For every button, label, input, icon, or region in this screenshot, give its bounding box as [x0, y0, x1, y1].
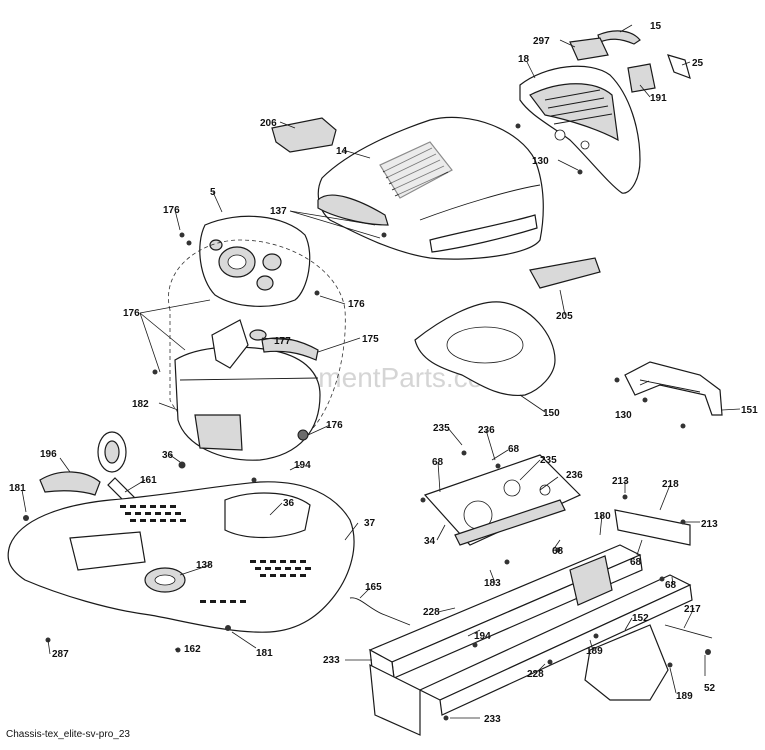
callout-206: 206 — [260, 118, 277, 129]
callout-5: 5 — [210, 187, 216, 198]
hood-part — [317, 116, 544, 260]
bracket-175-part — [261, 337, 319, 361]
bracket-part — [211, 319, 249, 369]
callout-151: 151 — [741, 405, 758, 416]
callout-233: 233 — [323, 655, 340, 666]
frame-rail-part — [368, 509, 693, 736]
bolt-part — [664, 624, 713, 639]
hood-panel-205-part — [529, 257, 601, 289]
callout-15: 15 — [650, 21, 662, 32]
callout-176: 176 — [348, 299, 365, 310]
rod-part — [349, 597, 411, 626]
callout-162: 162 — [184, 644, 201, 655]
callout-37: 37 — [364, 518, 376, 529]
callout-137: 137 — [270, 206, 287, 217]
callout-236: 236 — [566, 470, 583, 481]
callout-25: 25 — [692, 58, 704, 69]
callout-228: 228 — [423, 607, 440, 618]
callout-165: 165 — [365, 582, 382, 593]
callout-14: 14 — [336, 146, 348, 157]
callout-36: 36 — [283, 498, 295, 509]
hood-trim-part — [271, 117, 337, 153]
light-bracket-part — [569, 37, 609, 61]
callout-236: 236 — [478, 425, 495, 436]
callout-52: 52 — [704, 683, 716, 694]
callout-138: 138 — [196, 560, 213, 571]
callout-189: 189 — [586, 646, 603, 657]
callout-228: 228 — [527, 669, 544, 680]
callout-161: 161 — [140, 475, 157, 486]
callout-297: 297 — [533, 36, 550, 47]
clip-part — [667, 54, 691, 79]
fender-panel-part — [414, 301, 556, 397]
callout-labels: 15 297 25 18 191 206 14 130 5 176 137 17… — [9, 21, 758, 725]
dashboard-part — [199, 215, 311, 307]
callout-176: 176 — [326, 420, 343, 431]
fender-part — [7, 481, 355, 633]
callout-233: 233 — [484, 714, 501, 725]
callout-287: 287 — [52, 649, 69, 660]
callout-177: 177 — [274, 336, 291, 347]
callout-213: 213 — [612, 476, 629, 487]
bushing-part — [249, 329, 267, 341]
cup-holder-part — [39, 471, 101, 496]
callout-150: 150 — [543, 408, 560, 419]
callout-194: 194 — [474, 631, 491, 642]
callout-217: 217 — [684, 604, 701, 615]
callout-205: 205 — [556, 311, 573, 322]
rear-hood-bracket-part — [519, 65, 641, 194]
skid-plate-part — [584, 624, 669, 701]
diagram-reference-code: Chassis-tex_elite-sv-pro_23 — [6, 729, 130, 740]
steering-support-part — [174, 346, 321, 461]
leader-lines — [21, 24, 741, 719]
callout-152: 152 — [632, 613, 649, 624]
callout-182: 182 — [132, 399, 149, 410]
callout-18: 18 — [518, 54, 530, 65]
callout-180: 180 — [594, 511, 611, 522]
callout-130: 130 — [615, 410, 632, 421]
callout-181: 181 — [256, 648, 273, 659]
callout-36: 36 — [162, 450, 174, 461]
callout-68: 68 — [432, 457, 444, 468]
callout-176: 176 — [163, 205, 180, 216]
bracket-151-part — [624, 361, 723, 416]
callout-189: 189 — [676, 691, 693, 702]
callout-181: 181 — [9, 483, 26, 494]
callout-213: 213 — [701, 519, 718, 530]
callout-218: 218 — [662, 479, 679, 490]
callout-196: 196 — [40, 449, 57, 460]
callout-176: 176 — [123, 308, 140, 319]
callout-235: 235 — [540, 455, 557, 466]
callout-68: 68 — [552, 546, 564, 557]
lens-part — [597, 30, 641, 45]
callout-68: 68 — [508, 444, 520, 455]
callout-68: 68 — [665, 580, 677, 591]
steering-column-outline — [168, 239, 346, 449]
callout-175: 175 — [362, 334, 379, 345]
callout-68: 68 — [630, 557, 642, 568]
callout-34: 34 — [424, 536, 436, 547]
mounting-plate-part — [423, 454, 582, 546]
callout-191: 191 — [650, 93, 667, 104]
headlight-part — [627, 63, 656, 93]
hardware-fasteners — [23, 123, 711, 721]
callout-183: 183 — [484, 578, 501, 589]
callout-194: 194 — [294, 460, 311, 471]
callout-130: 130 — [532, 156, 549, 167]
lever-part — [97, 431, 136, 506]
callout-235: 235 — [433, 423, 450, 434]
